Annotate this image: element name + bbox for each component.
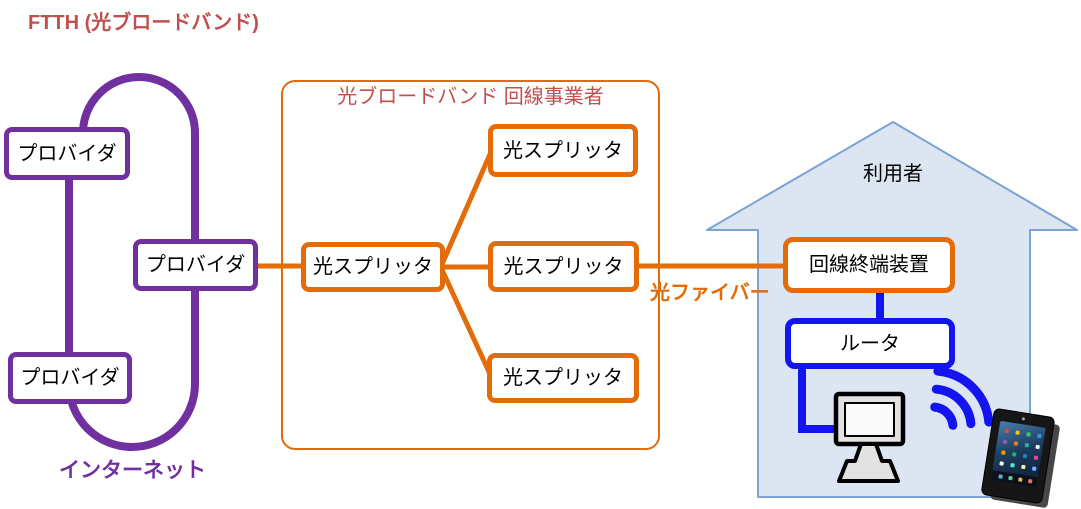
link-splitter-bottom [440, 269, 493, 377]
router-label: ルータ [840, 332, 900, 355]
link-router-pc [798, 366, 838, 433]
splitter-box-main: 光スプリッタ [301, 242, 445, 292]
internet-label: インターネット [59, 459, 206, 482]
page-title: FTTH (光ブロードバンド) [28, 12, 259, 34]
provider-box-3: プロバイダ [8, 352, 132, 404]
splitter-label: 光スプリッタ [313, 256, 433, 278]
provider-label: プロバイダ [145, 254, 246, 276]
carrier-frame [281, 80, 660, 450]
link-splitter-top [440, 149, 494, 265]
splitter-box-top: 光スプリッタ [488, 124, 638, 177]
splitter-label: 光スプリッタ [503, 139, 623, 162]
provider-label: プロバイダ [17, 142, 117, 165]
provider-box-1: プロバイダ [4, 127, 130, 180]
fiber-label: 光ファイバー [650, 282, 770, 304]
provider-box-2: プロバイダ [133, 239, 258, 291]
splitter-label: 光スプリッタ [503, 255, 624, 278]
ont-label: 回線終端装置 [809, 254, 929, 276]
wifi-waves-icon [930, 366, 994, 430]
internet-loop [65, 73, 199, 451]
carrier-title: 光ブロードバンド 回線事業者 [337, 86, 604, 108]
tablet-screen [990, 420, 1046, 488]
provider-label: プロバイダ [20, 367, 120, 389]
user-label: 利用者 [863, 163, 923, 185]
tablet-dock [990, 470, 1038, 488]
tablet-app-grid [1004, 428, 1010, 434]
tablet-camera-dot [1021, 417, 1026, 421]
splitter-label: 光スプリッタ [503, 367, 623, 389]
splitter-box-bottom: 光スプリッタ [487, 353, 639, 403]
pc-monitor-icon [833, 391, 906, 483]
ont-box: 回線終端装置 [783, 237, 955, 293]
router-box: ルータ [785, 318, 955, 369]
splitter-box-mid: 光スプリッタ [488, 241, 639, 292]
